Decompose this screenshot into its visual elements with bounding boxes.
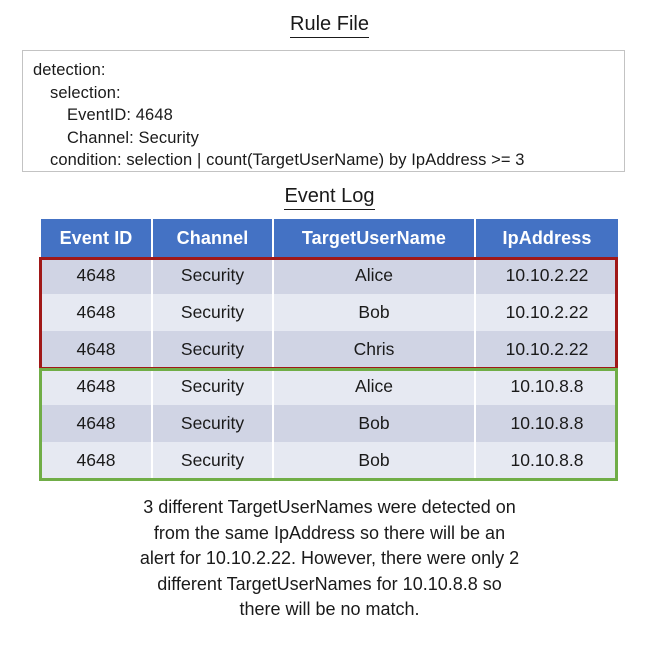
- rule-file-title: Rule File: [0, 12, 659, 38]
- cell-username: Chris: [272, 331, 476, 368]
- caption-line: 3 different TargetUserNames were detecte…: [143, 497, 516, 517]
- event-log-table-wrapper: Event ID Channel TargetUserName IpAddres…: [39, 219, 618, 481]
- cell-channel: Security: [151, 405, 274, 442]
- cell-username: Bob: [272, 294, 476, 331]
- cell-channel: Security: [151, 257, 274, 294]
- event-log-title-text: Event Log: [284, 184, 375, 210]
- rule-file-box: detection: selection: EventID: 4648 Chan…: [22, 50, 625, 172]
- event-log-title: Event Log: [0, 184, 659, 210]
- cell-ipaddress: 10.10.2.22: [474, 257, 618, 294]
- table-row: 4648 Security Bob 10.10.8.8: [41, 442, 618, 479]
- cell-event-id: 4648: [41, 442, 153, 479]
- cell-channel: Security: [151, 331, 274, 368]
- cell-event-id: 4648: [41, 294, 153, 331]
- caption-line: there will be no match.: [239, 599, 420, 619]
- cell-ipaddress: 10.10.8.8: [474, 405, 618, 442]
- table-header-row: Event ID Channel TargetUserName IpAddres…: [41, 219, 618, 257]
- rule-line-detection: detection:: [33, 61, 106, 79]
- cell-channel: Security: [151, 368, 274, 405]
- cell-channel: Security: [151, 294, 274, 331]
- cell-channel: Security: [151, 442, 274, 479]
- cell-ipaddress: 10.10.8.8: [474, 368, 618, 405]
- cell-ipaddress: 10.10.2.22: [474, 294, 618, 331]
- column-header-username: TargetUserName: [272, 219, 476, 257]
- event-log-table: Event ID Channel TargetUserName IpAddres…: [41, 219, 618, 479]
- table-row: 4648 Security Chris 10.10.2.22: [41, 331, 618, 368]
- table-row: 4648 Security Bob 10.10.8.8: [41, 405, 618, 442]
- column-header-event-id: Event ID: [41, 219, 153, 257]
- cell-username: Alice: [272, 257, 476, 294]
- cell-username: Bob: [272, 405, 476, 442]
- caption-line: from the same IpAddress so there will be…: [153, 522, 506, 543]
- caption-line: alert for 10.10.2.22. However, there wer…: [139, 548, 520, 568]
- column-header-channel: Channel: [151, 219, 274, 257]
- explanation-caption: 3 different TargetUserNames were detecte…: [65, 495, 595, 623]
- cell-event-id: 4648: [41, 368, 153, 405]
- cell-ipaddress: 10.10.2.22: [474, 331, 618, 368]
- rule-line-condition: condition: selection | count(TargetUserN…: [50, 151, 525, 169]
- table-row: 4648 Security Alice 10.10.2.22: [41, 257, 618, 294]
- column-header-ipaddress: IpAddress: [474, 219, 618, 257]
- cell-event-id: 4648: [41, 405, 153, 442]
- cell-username: Alice: [272, 368, 476, 405]
- rule-file-title-text: Rule File: [290, 12, 369, 38]
- rule-line-selection: selection:: [50, 83, 121, 102]
- cell-username: Bob: [272, 442, 476, 479]
- table-row: 4648 Security Alice 10.10.8.8: [41, 368, 618, 405]
- table-row: 4648 Security Bob 10.10.2.22: [41, 294, 618, 331]
- rule-line-eventid: EventID: 4648: [67, 106, 173, 124]
- cell-event-id: 4648: [41, 331, 153, 368]
- rule-line-channel: Channel: Security: [67, 128, 199, 147]
- caption-line: different TargetUserNames for 10.10.8.8 …: [157, 573, 502, 594]
- cell-ipaddress: 10.10.8.8: [474, 442, 618, 479]
- cell-event-id: 4648: [41, 257, 153, 294]
